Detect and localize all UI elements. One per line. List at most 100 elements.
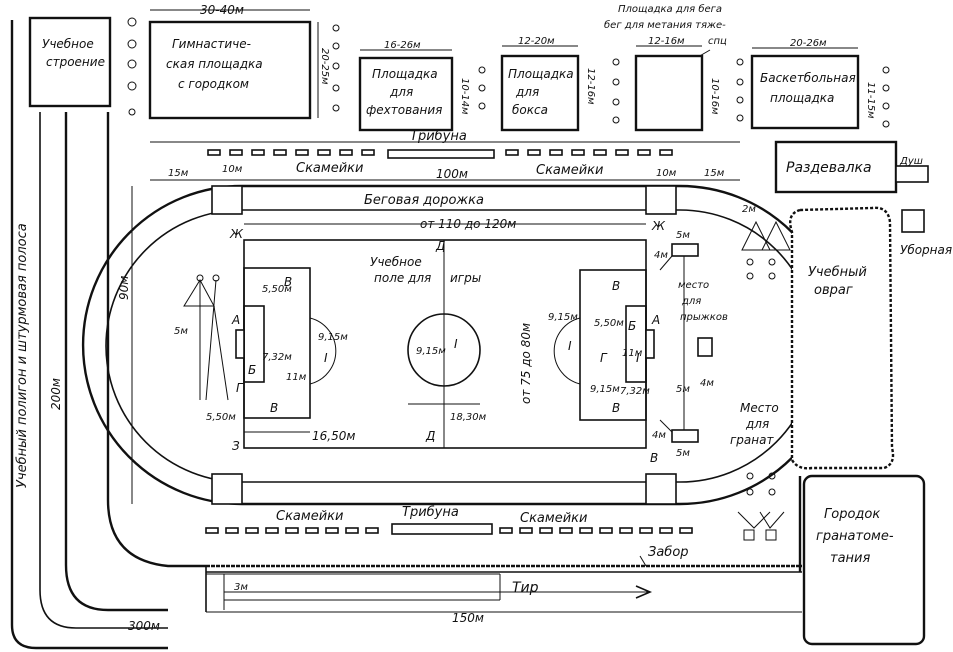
fencing-height-label: 10-14м (459, 78, 470, 115)
training-field-line2: поле для (374, 271, 431, 285)
penalty-depth-label: 16,50м (312, 429, 355, 443)
marker-zh-right: Ж (651, 219, 666, 233)
fencing-line3: фехтования (366, 103, 442, 117)
jump-4m-mid-label: 4м (700, 378, 714, 389)
jump-5m-left-label: 5м (174, 326, 188, 337)
grenade-town: Городок гранатоме- тания (802, 474, 926, 646)
marker-zh-left: Ж (229, 227, 244, 241)
shower: Душ (895, 156, 929, 183)
gym-equipment-markers (127, 17, 340, 116)
benches-bottom-left-label: Скамейки (276, 509, 343, 524)
penalty-spot-left-label: 11м (286, 372, 307, 383)
basketball-area: Баскетбольная площадка (750, 54, 860, 130)
ravine-line1: Учебный (808, 265, 867, 280)
penalty-spot-right-label: 11м (622, 348, 643, 359)
goal-area-width-left-label: 7,32м (262, 352, 292, 363)
gym-width-label: 30-40м (200, 3, 244, 17)
ravine-entry-markers (737, 220, 791, 541)
fencing-line1: Площадка (372, 67, 438, 81)
basketball-width-label: 20-26м (790, 38, 827, 49)
marker-g-left: Г (236, 381, 244, 395)
gym-height-label: 20-25м (319, 48, 330, 85)
track-200-label: 200м (49, 378, 63, 410)
goal-area-left-label: 5,50м (262, 284, 292, 295)
boxing-line1: Площадка (508, 67, 574, 81)
grenade-place-line2: для (745, 417, 769, 431)
fence-label: Забор (648, 545, 689, 560)
marker-a-right: А (651, 313, 660, 327)
throwing-note-line1: Площадка для бега (618, 3, 722, 15)
training-building: Учебное строение (28, 16, 112, 108)
training-field-line1: Учебное (370, 255, 422, 269)
marker-i-left-b: I (636, 351, 640, 365)
left-jump-apparatus (183, 274, 229, 401)
boxing-line3: бокса (512, 103, 548, 117)
throwing-height-label: 10-16м (709, 78, 720, 115)
grenade-town-line1: Городок (824, 507, 880, 522)
grandstand-top-label: Трибуна (410, 129, 467, 144)
basketball-line2: площадка (770, 91, 834, 105)
penalty-r-right-label: 9,15м (548, 312, 578, 323)
grenade-town-line2: гранатоме- (816, 529, 894, 544)
gym-line2: ская площадка (166, 57, 263, 71)
grenade-place-line1: Место (740, 401, 779, 415)
basketball-line1: Баскетбольная (760, 71, 856, 85)
training-ravine: Учебный овраг (789, 206, 895, 470)
marker-z-left: З (232, 439, 240, 453)
gym-line1: Гимнастиче- (172, 37, 251, 51)
gap-right-label: 15м (704, 168, 725, 179)
marker-i-center: I (454, 337, 458, 351)
gymnastics-area: Гимнастиче- ская площадка с городком (148, 20, 312, 120)
training-field-line3: игры (450, 271, 481, 285)
circle-r1-label: 9,15м (416, 346, 446, 357)
locker-room-label: Раздевалка (786, 160, 872, 176)
marker-d-bottom: Д (425, 429, 435, 443)
jump-4m-top-label: 4м (654, 250, 668, 261)
marker-i-left: I (324, 351, 328, 365)
throwing-area (634, 54, 704, 132)
toilet: Уборная (900, 209, 952, 257)
jump-pits-line1: место (678, 280, 709, 291)
obstacle-course-label: Учебный полигон и штурмовая полоса (15, 223, 30, 488)
penalty-box-right-label: 5,50м (594, 318, 624, 329)
training-building-line1: Учебное (42, 37, 94, 51)
field-length-label: от 110 до 120м (420, 217, 516, 231)
penalty-r-left-label: 9,15м (318, 332, 348, 343)
football-field: от 110 до 120м Ж Ж Д Д Учебное поле для … (206, 217, 666, 453)
marker-a-left: А (231, 313, 240, 327)
toilet-label: Уборная (900, 243, 952, 257)
marker-d-top: Д (435, 239, 445, 253)
jump-pits-line2: для (681, 296, 701, 307)
gap-left-label: 15м (168, 168, 189, 179)
throwing-note-spc: спц (708, 36, 727, 47)
ravine-line2: овраг (814, 283, 853, 298)
straight-label: 100м (436, 167, 468, 181)
marker-b-left: Б (248, 363, 256, 377)
marker-g-right: Г (600, 351, 608, 365)
center-half-label: 18,30м (450, 412, 487, 423)
boxing-area: Площадка для бокса (500, 54, 580, 132)
jump-5m-bottom-label: 5м (676, 448, 690, 459)
benches-top-left-label: Скамейки (296, 161, 363, 176)
obstacle-course-track (10, 20, 206, 650)
throwing-note-line2: бег для метания тяже- (604, 19, 726, 31)
shooting-range: Тир 3м 150м (205, 566, 802, 625)
marker-i-right: I (568, 339, 572, 353)
marker-v-left-top: В (284, 275, 292, 289)
fencing-line2: для (389, 85, 413, 99)
end-right-label: 10м (656, 168, 677, 179)
jump-4m-bottom-label: 4м (652, 430, 666, 441)
goal-area-left-b-label: 5,50м (206, 412, 236, 423)
top-benches (207, 149, 673, 156)
bottom-grandstand (391, 523, 493, 535)
shooting-range-label: Тир (512, 580, 539, 596)
benches-top-right-label: Скамейки (536, 163, 603, 178)
obstacle-course-text: Учебный полигон и штурмовая полоса (15, 223, 30, 488)
jump-pits-line3: прыжков (680, 312, 728, 323)
range-150-label: 150м (452, 611, 484, 625)
grenade-place-line3: гранат (730, 433, 774, 447)
jump-5m-mid-label: 5м (676, 384, 690, 395)
basketball-height-label: 11-15м (865, 82, 876, 119)
grenade-town-line3: тания (830, 551, 870, 566)
shower-label: Душ (899, 156, 923, 167)
